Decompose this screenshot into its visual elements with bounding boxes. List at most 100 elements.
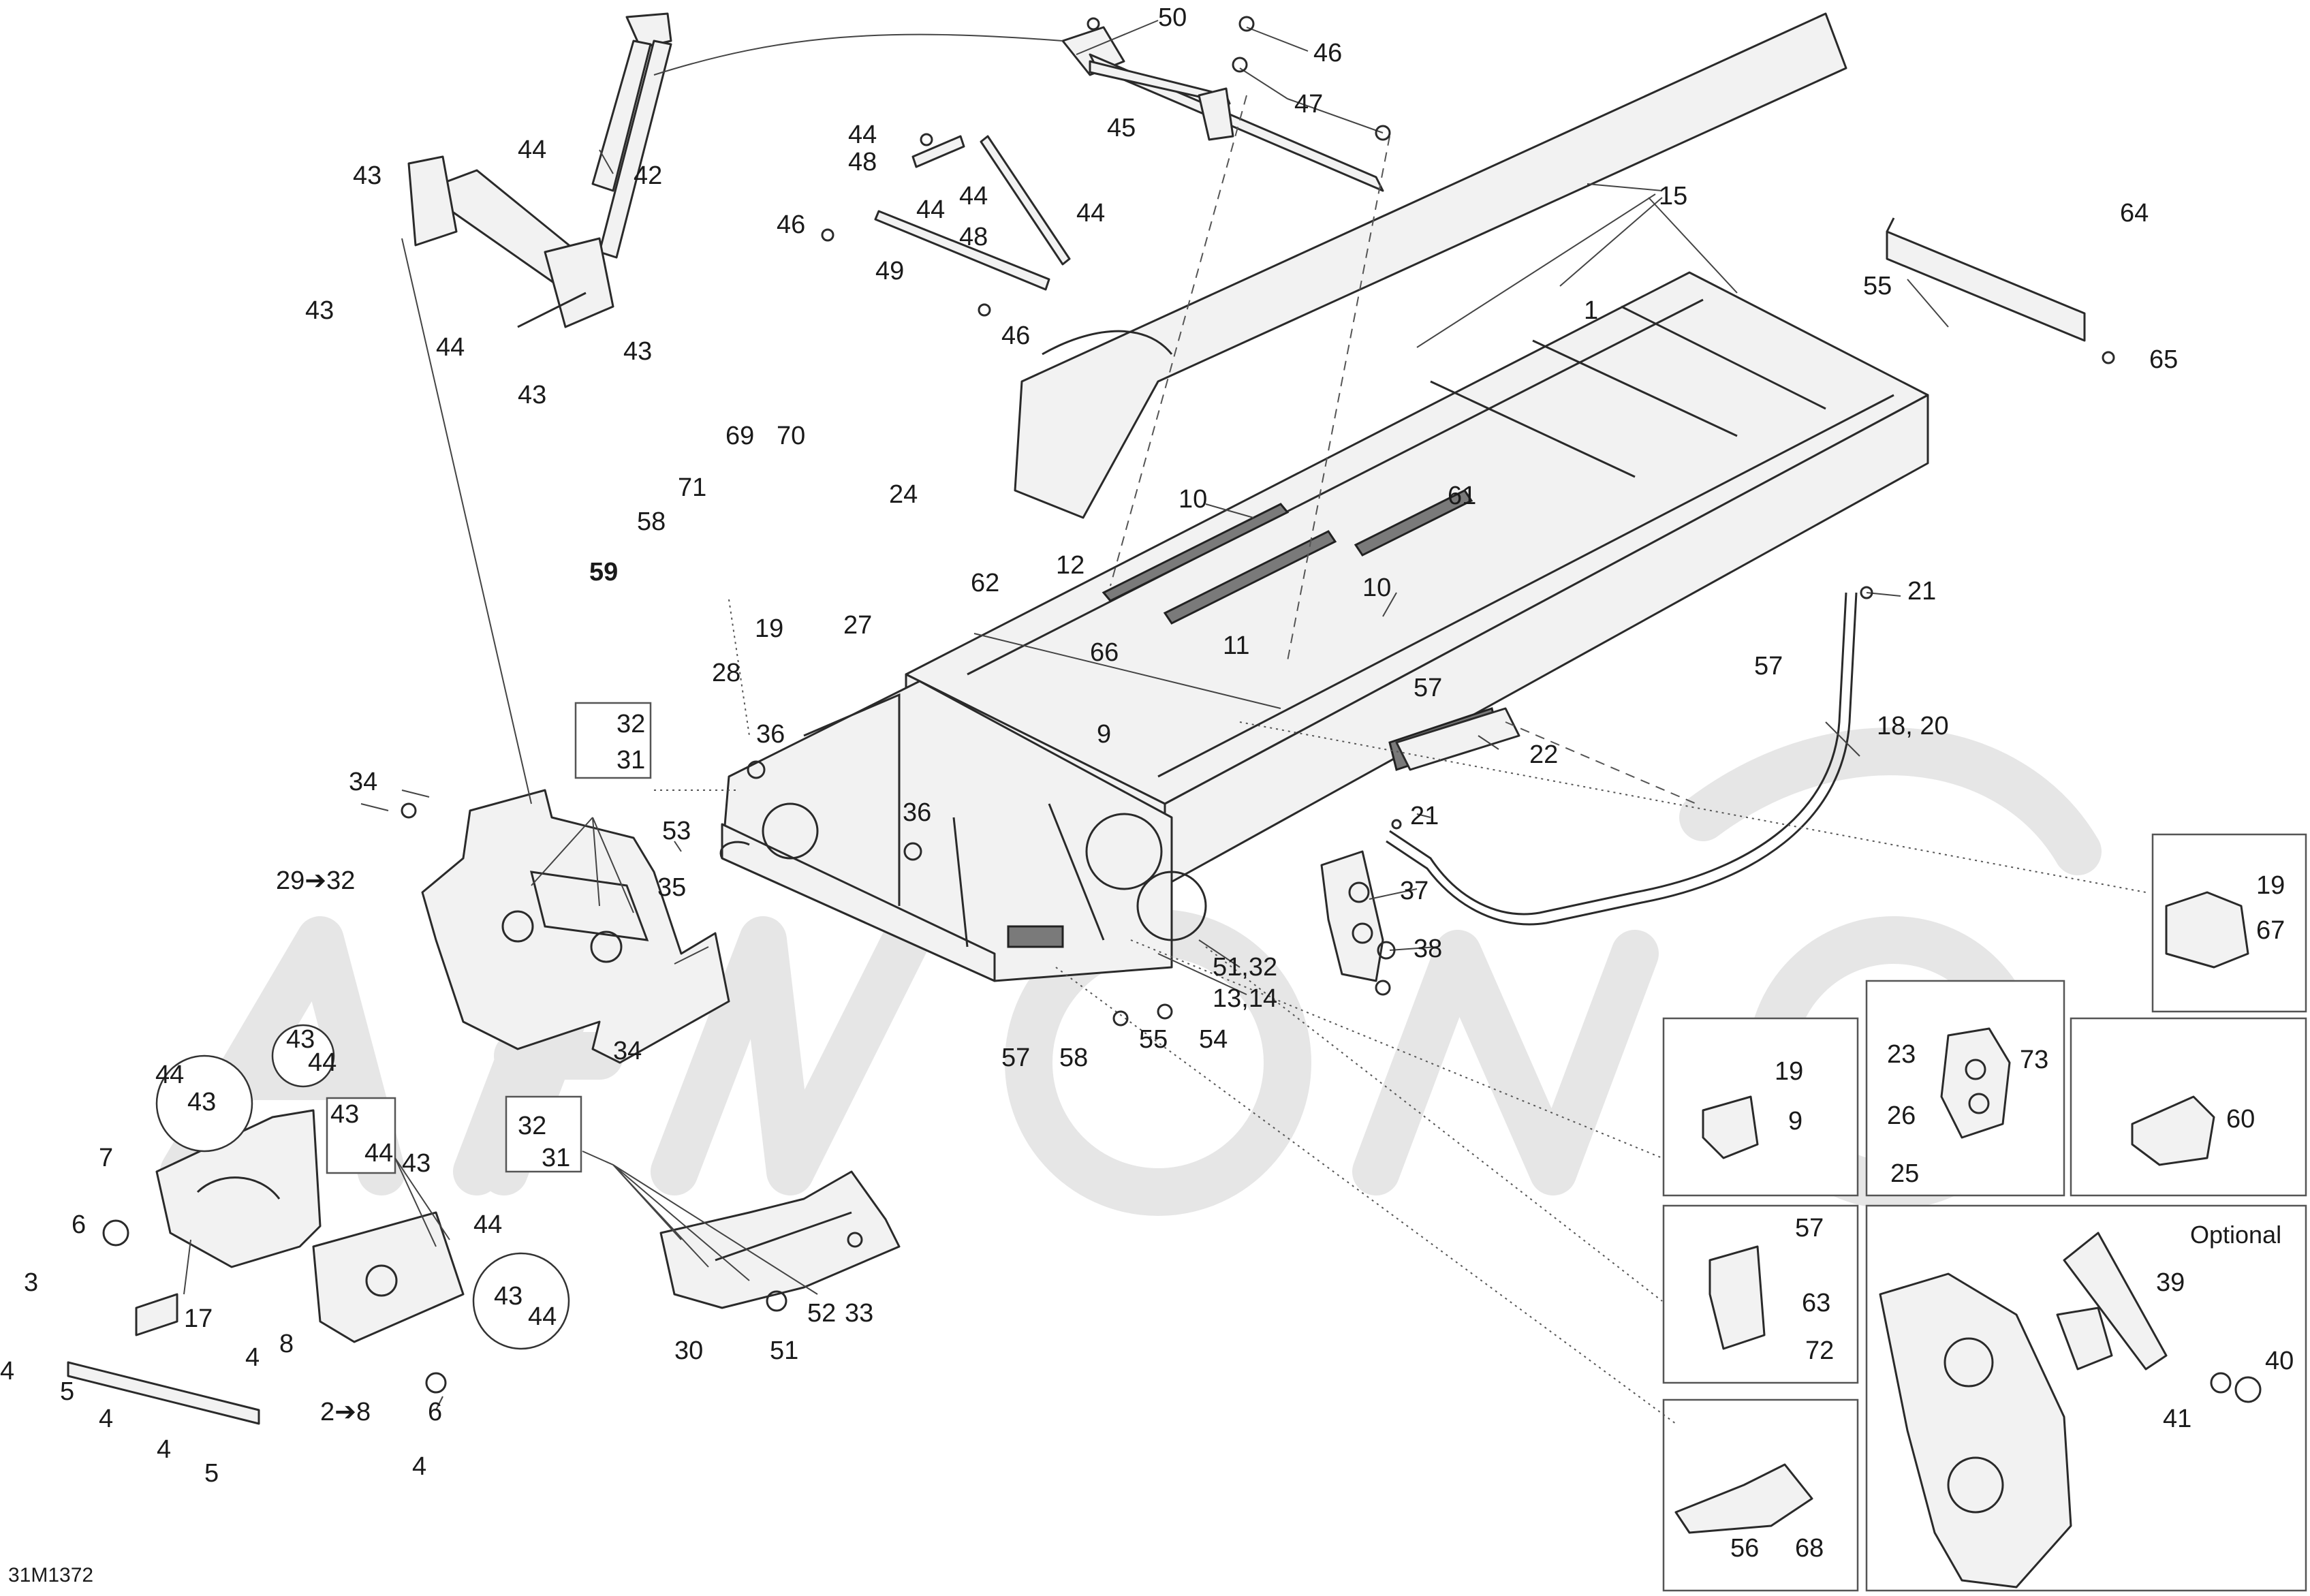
callout-4-a: 4 (245, 1343, 260, 1372)
callout-19-rod: 19 (755, 614, 783, 643)
callout-44-box: 44 (364, 1139, 393, 1168)
callout-58-frame: 58 (1059, 1044, 1088, 1072)
rear-bumper-18-20 (1386, 592, 1858, 926)
callout-37: 37 (1400, 877, 1429, 905)
callout-68: 68 (1795, 1534, 1824, 1563)
callout-15: 15 (1659, 182, 1687, 210)
callout-35: 35 (657, 873, 686, 902)
callout-21-rear: 21 (1907, 577, 1936, 606)
callout-44-arm-c: 44 (916, 195, 945, 224)
callout-65: 65 (2149, 345, 2178, 374)
callout-28: 28 (712, 659, 740, 687)
inset-parts (1674, 891, 2262, 1589)
hardware-circle-44-43-upper (155, 1054, 253, 1153)
callout-9-inset: 9 (1788, 1107, 1802, 1136)
callout-70: 70 (777, 422, 805, 450)
lower-frame-7 (67, 1109, 465, 1425)
callout-3: 3 (24, 1268, 38, 1297)
callout-25: 25 (1890, 1159, 1919, 1188)
callout-36-a: 36 (756, 720, 785, 749)
tunnel-cover-15 (1014, 12, 1847, 519)
callout-56: 56 (1730, 1534, 1759, 1563)
callout-10-a: 10 (1179, 485, 1207, 514)
hardware-circle-43-44-lower (472, 1252, 570, 1350)
callout-49: 49 (875, 257, 904, 285)
callout-43-support-a: 43 (353, 161, 381, 190)
callout-67: 67 (2256, 916, 2285, 945)
lower-module-30 (659, 1170, 901, 1309)
callout-31-upper: 31 (616, 746, 645, 774)
callout-17: 17 (184, 1304, 213, 1333)
callout-44-arm-d: 44 (1076, 199, 1105, 228)
callout-57-frame: 57 (1001, 1044, 1030, 1072)
callout-22: 22 (1529, 740, 1558, 769)
callout-44-arm-b: 44 (959, 182, 988, 210)
callout-4-e: 4 (412, 1452, 426, 1481)
callout-10-b: 10 (1362, 574, 1391, 602)
callout-26: 26 (1887, 1101, 1916, 1130)
callout-73: 73 (2020, 1046, 2048, 1074)
callout-44-circle-b: 44 (308, 1048, 337, 1077)
steering-support-42 (407, 12, 672, 328)
callout-11: 11 (1223, 631, 1249, 660)
callout-5-a: 5 (60, 1377, 74, 1406)
callout-6-right: 6 (428, 1398, 442, 1426)
callout-41: 41 (2163, 1405, 2191, 1433)
callout-51-32: 51,32 (1213, 953, 1277, 982)
callout-32-upper: 32 (616, 710, 645, 738)
callout-47: 47 (1294, 90, 1323, 119)
callout-69: 69 (725, 422, 754, 450)
callout-63: 63 (1802, 1289, 1830, 1317)
callout-44-circle-a: 44 (155, 1061, 184, 1089)
callout-34-lower: 34 (613, 1037, 642, 1065)
callout-46-left: 46 (777, 210, 805, 239)
callout-52: 52 (807, 1299, 836, 1328)
leader-lines (183, 20, 1949, 1411)
callout-43-support-d: 43 (518, 381, 546, 409)
callout-43-circle-b: 43 (286, 1025, 315, 1054)
callout-54: 54 (1199, 1025, 1228, 1054)
callout-44-arm-a: 44 (848, 121, 877, 149)
hardware-dots (102, 16, 2115, 1394)
callout-29-32: 29➔32 (276, 866, 355, 895)
callout-43-box: 43 (330, 1100, 359, 1129)
drawing-code: 31M1372 (8, 1564, 93, 1586)
frame-module-29-32 (421, 789, 730, 1064)
callout-40: 40 (2265, 1347, 2294, 1375)
callout-32-lower: 32 (518, 1112, 546, 1140)
callout-55-frame: 55 (1139, 1025, 1168, 1054)
callout-7: 7 (99, 1144, 113, 1172)
callout-38: 38 (1414, 935, 1442, 963)
inset-9 (1662, 1017, 1859, 1197)
callout-6-left: 6 (72, 1210, 86, 1239)
callout-2-8: 2➔8 (320, 1398, 371, 1426)
callout-62: 62 (971, 569, 999, 597)
callout-57-bumper: 57 (1754, 652, 1783, 680)
front-frame (719, 680, 1207, 982)
callout-12: 12 (1056, 551, 1084, 580)
callout-8: 8 (279, 1330, 294, 1358)
callout-19-inset67: 19 (2256, 871, 2285, 900)
callout-30: 30 (674, 1336, 703, 1365)
connection-lines (401, 33, 2147, 1424)
callout-55-tunnel: 55 (1863, 272, 1892, 300)
callout-66: 66 (1090, 638, 1119, 667)
callout-57-footrest: 57 (1414, 674, 1442, 702)
callout-5-b: 5 (204, 1459, 219, 1488)
callout-19-inset9: 19 (1775, 1057, 1803, 1086)
callout-57-inset: 57 (1795, 1214, 1824, 1242)
callout-13-14: 13,14 (1213, 984, 1277, 1013)
callout-44-circle-c: 44 (528, 1302, 557, 1331)
bracket-37 (1320, 850, 1384, 982)
callout-43-support-b: 43 (305, 296, 334, 325)
callout-33: 33 (845, 1299, 873, 1328)
callout-45: 45 (1107, 114, 1136, 142)
callout-46-bottom: 46 (1001, 322, 1030, 350)
callout-46-top: 46 (1313, 39, 1342, 67)
callout-53: 53 (662, 817, 691, 845)
callout-72: 72 (1805, 1336, 1834, 1365)
hardware-box-32-31-lower (505, 1095, 582, 1173)
callout-71: 71 (678, 473, 706, 502)
callout-44-frame8: 44 (473, 1210, 502, 1239)
